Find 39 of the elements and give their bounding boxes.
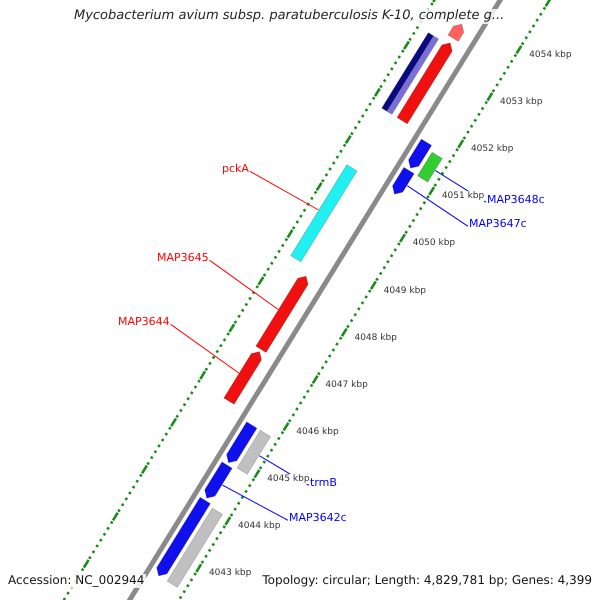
scale-label: 4051 kbp (442, 191, 484, 202)
scale-label: 4049 kbp (384, 286, 426, 296)
scale-label: 4044 kbp (238, 521, 280, 532)
gene-bar (255, 276, 308, 353)
map-title: Mycobacterium avium subsp. paratuberculosis K-10, complete g... (74, 9, 504, 24)
gene-bar (236, 430, 271, 475)
scale-label: 4052 kbp (470, 144, 514, 154)
scale-label: 4043 kbp (208, 568, 252, 579)
scale-label: 4047 kbp (325, 380, 368, 390)
gene-label: MAP3647c (469, 218, 527, 231)
scale-label: 4045 kbp (267, 474, 310, 484)
gene-bar (223, 351, 262, 405)
leader-line (170, 324, 240, 374)
scale-label: 4050 kbp (412, 238, 456, 249)
gene-bar (396, 42, 452, 124)
leader-line (222, 484, 288, 521)
gene-bar (226, 421, 258, 464)
gene-bar (392, 166, 415, 194)
gene-bar (417, 152, 443, 182)
gene-label: pckA (222, 163, 249, 176)
gene-bar (156, 496, 211, 576)
leader-line (209, 260, 278, 310)
gene-label: trmB (310, 477, 337, 490)
scale-label: 4048 kbp (354, 332, 397, 344)
genome-info-text: Topology: circular; Length: 4,829,781 bp; Genes: 4,399 (260, 574, 594, 588)
gene-bar (204, 462, 233, 498)
leader-line (406, 185, 468, 227)
scale-label: 4054 kbp (529, 50, 572, 60)
scale-label: 4053 kbp (500, 97, 542, 108)
gene-bar (408, 138, 432, 169)
gene-label: MAP3644 (118, 316, 170, 329)
leader-line (249, 170, 319, 210)
gene-bar (448, 24, 464, 42)
gene-label: MAP3642c (289, 512, 347, 525)
accession-text: Accession: NC_002944 (6, 574, 146, 588)
gene-label: MAP3648c (487, 194, 545, 207)
gene-bar (290, 164, 358, 262)
gene-label: MAP3645 (157, 252, 209, 265)
scale-label: 4046 kbp (296, 426, 339, 438)
